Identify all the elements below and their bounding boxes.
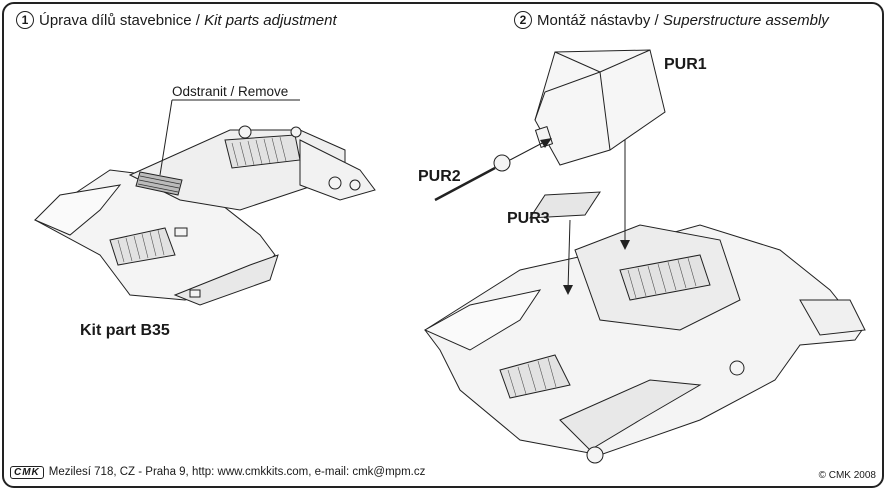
step2-title-en: Superstructure assembly <box>662 12 829 29</box>
footer-address: Mezilesí 718, CZ - Praha 9, http: www.cm… <box>48 466 426 478</box>
part-label-pur3: PUR3 <box>507 210 550 227</box>
remove-leader <box>159 99 173 176</box>
assembly-arrows <box>509 139 626 291</box>
arrow-heads <box>540 138 630 295</box>
footer-contact: CMK Mezilesí 718, CZ - Praha 9, http: www… <box>10 466 425 479</box>
step1-title: Úprava dílů stavebnice / <box>39 12 205 29</box>
cmk-logo: CMK <box>10 466 44 479</box>
copyright: © CMK 2008 <box>818 470 876 481</box>
step1-heading: 1 Úprava dílů stavebnice / Kit parts adju… <box>16 11 337 29</box>
step1-number: 1 <box>16 11 34 29</box>
part-label-pur2: PUR2 <box>418 168 461 185</box>
part-label-pur1: PUR1 <box>664 56 707 73</box>
remove-label: Odstranit / Remove <box>172 84 289 99</box>
step1-title-en: Kit parts adjustment <box>204 12 337 29</box>
step2-title: Montáž nástavby / <box>537 12 663 29</box>
step2-number: 2 <box>514 11 532 29</box>
step2-heading: 2 Montáž nástavby / Superstructure assemb… <box>514 11 829 29</box>
kit-part-label: Kit part B35 <box>80 322 170 339</box>
kit-part-b35-drawing <box>34 125 376 306</box>
superstructure-drawing <box>423 49 866 464</box>
